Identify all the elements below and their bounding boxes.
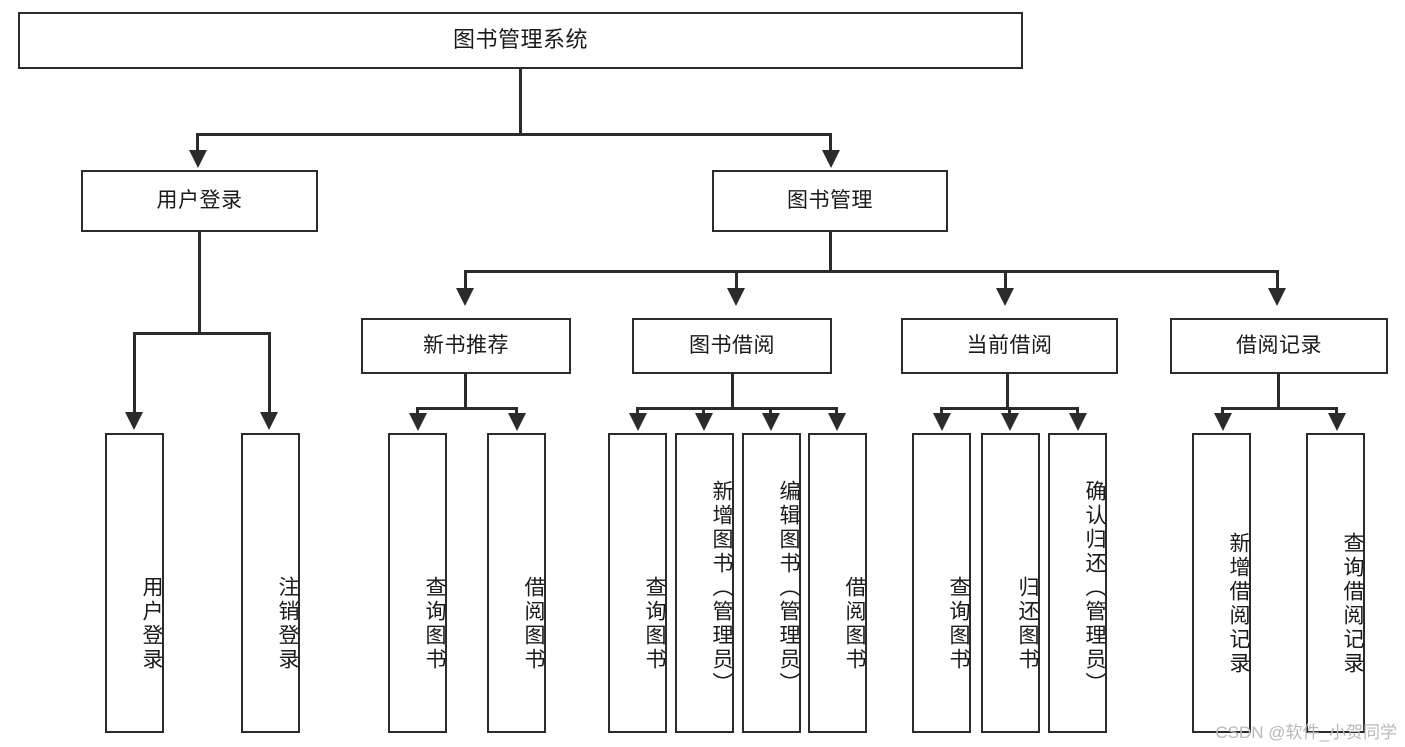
connector-new-book-child-1 — [416, 407, 419, 417]
leaf-label: 查询图书 — [423, 576, 446, 672]
arrow-new-book-child-1 — [409, 413, 427, 431]
connector-new-book-stem — [464, 374, 467, 410]
connector-to-book-borrow — [735, 270, 738, 290]
arrow-user-login-child-2 — [260, 412, 278, 430]
leaf-label: 查询图书 — [643, 576, 666, 672]
leaf-query-book-recommend[interactable]: 查询图书 — [388, 433, 447, 733]
node-current-borrow[interactable]: 当前借阅 — [901, 318, 1118, 374]
node-root-system[interactable]: 图书管理系统 — [18, 12, 1023, 69]
connector-new-book-bar — [416, 407, 518, 410]
connector-book-borrow-child-3 — [769, 407, 772, 417]
connector-user-login-bar — [133, 332, 270, 335]
arrow-book-borrow-child-2 — [695, 413, 713, 431]
leaf-return-book[interactable]: 归还图书 — [981, 433, 1040, 733]
leaf-label: 编辑图书（管理员） — [777, 480, 800, 696]
connector-borrow-record-stem — [1277, 374, 1280, 410]
connector-book-borrow-stem — [731, 374, 734, 410]
connector-book-borrow-child-4 — [835, 407, 838, 417]
arrow-to-borrow-record — [1268, 288, 1286, 306]
arrow-to-current-borrow — [996, 288, 1014, 306]
arrow-to-book-manage — [822, 150, 840, 168]
node-borrow-record[interactable]: 借阅记录 — [1170, 318, 1388, 374]
arrow-to-user-login — [189, 150, 207, 168]
node-label: 当前借阅 — [966, 334, 1053, 358]
node-label: 借阅记录 — [1236, 334, 1322, 358]
leaf-confirm-return-admin[interactable]: 确认归还（管理员） — [1048, 433, 1107, 733]
node-label: 图书管理 — [787, 189, 873, 213]
connector-to-current-borrow — [1004, 270, 1007, 290]
connector-current-borrow-stem — [1006, 374, 1009, 410]
arrow-book-borrow-child-1 — [629, 413, 647, 431]
watermark-text: CSDN @软件_小贺同学 — [1215, 723, 1397, 742]
arrow-borrow-record-child-2 — [1328, 413, 1346, 431]
connector-user-login-stem — [198, 232, 201, 334]
node-label: 图书借阅 — [689, 334, 775, 358]
arrow-user-login-child-1 — [125, 412, 143, 430]
node-label: 新书推荐 — [423, 334, 509, 358]
leaf-label: 注销登录 — [276, 576, 299, 672]
leaf-label: 归还图书 — [1016, 576, 1039, 672]
leaf-label: 查询图书 — [947, 576, 970, 672]
connector-book-borrow-bar — [636, 407, 837, 410]
connector-to-user-login — [196, 133, 199, 153]
leaf-query-borrow-record[interactable]: 查询借阅记录 — [1306, 433, 1365, 733]
leaf-label: 用户登录 — [140, 576, 163, 672]
arrow-borrow-record-child-1 — [1214, 413, 1232, 431]
arrow-current-borrow-child-1 — [933, 413, 951, 431]
leaf-borrow-book[interactable]: 借阅图书 — [808, 433, 867, 733]
arrow-new-book-child-2 — [508, 413, 526, 431]
leaf-label: 借阅图书 — [843, 576, 866, 672]
leaf-user-login[interactable]: 用户登录 — [105, 433, 164, 733]
connector-current-borrow-child-3 — [1076, 407, 1079, 417]
arrow-book-borrow-child-3 — [762, 413, 780, 431]
node-label: 用户登录 — [156, 189, 243, 213]
leaf-add-book-admin[interactable]: 新增图书（管理员） — [675, 433, 734, 733]
node-user-login[interactable]: 用户登录 — [81, 170, 318, 232]
connector-to-new-book — [464, 270, 467, 290]
node-new-book-recommend[interactable]: 新书推荐 — [361, 318, 571, 374]
leaf-edit-book-admin[interactable]: 编辑图书（管理员） — [742, 433, 801, 733]
arrow-book-borrow-child-4 — [828, 413, 846, 431]
leaf-label: 借阅图书 — [522, 576, 545, 672]
node-book-borrow[interactable]: 图书借阅 — [632, 318, 832, 374]
leaf-query-book-current[interactable]: 查询图书 — [912, 433, 971, 733]
leaf-logout[interactable]: 注销登录 — [241, 433, 300, 733]
connector-book-borrow-child-2 — [702, 407, 705, 417]
arrow-to-book-borrow — [727, 288, 745, 306]
connector-to-borrow-record — [1276, 270, 1279, 290]
leaf-label: 新增借阅记录 — [1227, 532, 1250, 676]
connector-current-borrow-child-1 — [940, 407, 943, 417]
connector-new-book-child-2 — [515, 407, 518, 417]
arrow-current-borrow-child-2 — [1001, 413, 1019, 431]
connector-borrow-record-child-2 — [1335, 407, 1338, 417]
connector-level3-bar — [464, 270, 1279, 273]
connector-book-borrow-child-1 — [636, 407, 639, 417]
connector-book-manage-stem — [829, 232, 832, 272]
leaf-query-book-borrow[interactable]: 查询图书 — [608, 433, 667, 733]
connector-current-borrow-child-2 — [1008, 407, 1011, 417]
node-book-management[interactable]: 图书管理 — [712, 170, 948, 232]
leaf-label: 查询借阅记录 — [1341, 532, 1364, 676]
connector-root-bar — [196, 133, 832, 136]
connector-user-login-child-2 — [268, 332, 271, 416]
leaf-label: 新增图书（管理员） — [710, 480, 733, 696]
connector-root-stem — [519, 69, 522, 135]
connector-borrow-record-child-1 — [1221, 407, 1224, 417]
arrow-to-new-book — [456, 288, 474, 306]
arrow-current-borrow-child-3 — [1069, 413, 1087, 431]
leaf-borrow-book-recommend[interactable]: 借阅图书 — [487, 433, 546, 733]
connector-to-book-manage — [829, 133, 832, 153]
connector-user-login-child-1 — [133, 332, 136, 416]
node-label: 图书管理系统 — [452, 27, 588, 53]
leaf-add-borrow-record[interactable]: 新增借阅记录 — [1192, 433, 1251, 733]
connector-borrow-record-bar — [1221, 407, 1338, 410]
leaf-label: 确认归还（管理员） — [1083, 480, 1106, 696]
